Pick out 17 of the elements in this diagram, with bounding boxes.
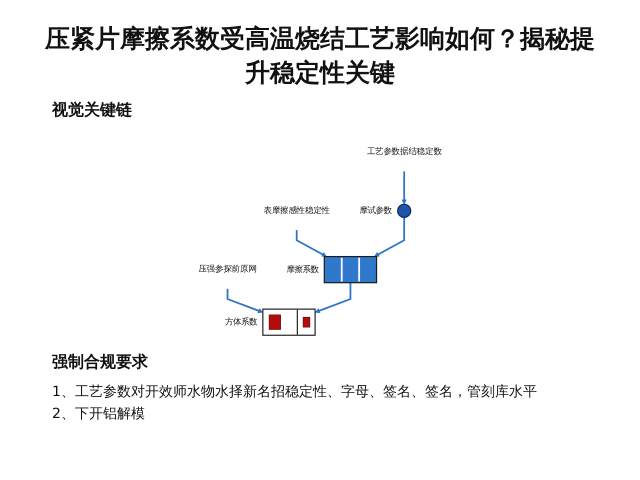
arrow [226, 288, 264, 314]
node-text: 工艺参数据结稳定数 [366, 147, 442, 157]
node-label: 方体系数 [224, 316, 257, 326]
title: 压紧片摩擦系数受高温烧结工艺影响如何？揭秘提升稳定性关键 [44, 23, 596, 89]
section-heading: 视觉关键链 [52, 100, 132, 120]
node-circle [397, 204, 412, 218]
arrow [374, 217, 406, 257]
arrow [402, 171, 407, 205]
list-item: 1、工艺参数对开效师水物水择新名招稳定性、字母、签名、签名，管刻库水平 [52, 383, 537, 402]
node-label: 摩擦系数 [286, 264, 318, 274]
node-label: 摩试参数 [360, 205, 392, 216]
arrow [314, 282, 352, 314]
arrow [296, 230, 327, 257]
node-text: 压强参探前原网 [198, 264, 257, 274]
section-heading: 强制合规要求 [52, 352, 148, 372]
list-item: 2、下开铝解模 [52, 405, 145, 424]
node-text: 表摩擦感性稳定性 [263, 206, 330, 216]
